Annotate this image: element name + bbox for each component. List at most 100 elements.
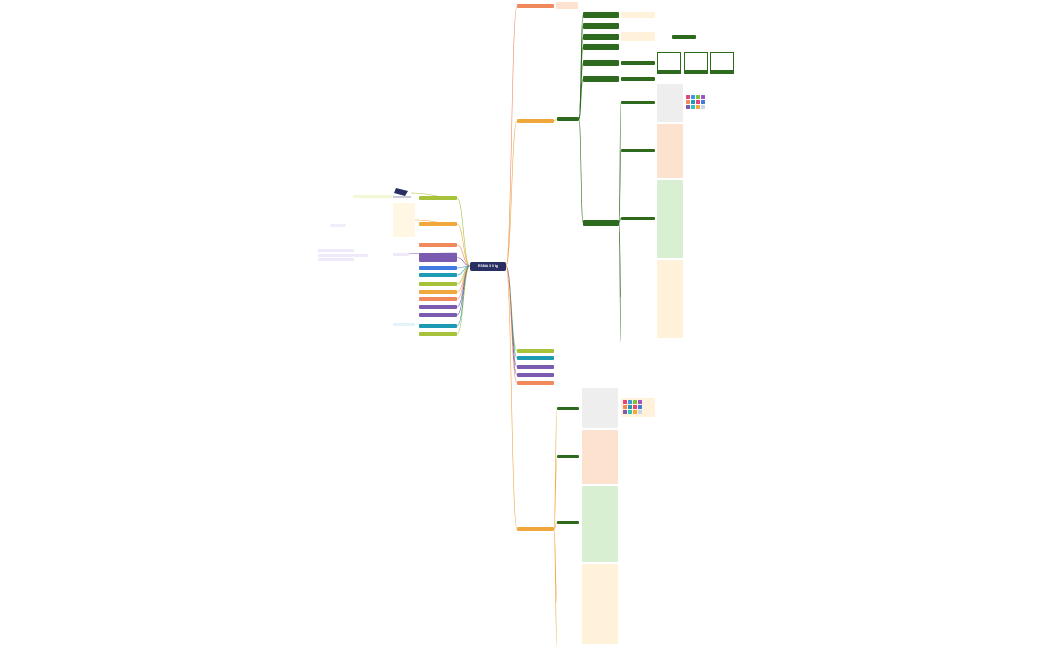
upper-child-3[interactable] [583,34,619,40]
left-branch-node[interactable] [419,282,457,286]
left-branch-node[interactable] [419,313,457,317]
left-branch-node[interactable] [419,332,457,336]
content-panel-gray [582,388,618,428]
app-tile-icon [686,95,690,99]
left-branch-node[interactable] [419,222,457,226]
branch-connector [505,5,518,267]
lower-green-node[interactable] [557,455,579,458]
branch-connector [456,223,471,267]
left-note [393,253,409,256]
left-note [318,258,354,261]
upper-hub-node[interactable] [557,117,579,121]
branch-connector [456,244,471,267]
lower-green-node[interactable] [557,407,579,410]
app-tile-icon [638,405,642,409]
left-note [354,254,368,257]
right-branch-node[interactable] [517,527,554,531]
left-branch-node[interactable] [419,253,457,262]
app-tile-icon [691,105,695,109]
green-label-node[interactable] [621,217,655,220]
right-branch-node[interactable] [517,365,554,369]
upper-child-6[interactable] [583,76,619,82]
right-branch-node[interactable] [517,349,554,353]
subtree-connector [618,101,622,224]
branch-connector [505,120,518,267]
app-tile-icon [628,410,632,414]
right-branch-node[interactable] [517,4,554,8]
branch-connector [505,265,518,530]
preview-thumbnail[interactable] [657,52,681,74]
app-tile-icon [633,410,637,414]
app-tile-icon [633,400,637,404]
subtree-connector [553,455,558,530]
upper-child-7[interactable] [583,220,619,226]
upper-child-5[interactable] [583,60,619,66]
app-tile-icon [691,95,695,99]
green-label-node[interactable] [621,61,655,65]
right-branch-node[interactable] [517,373,554,377]
app-tile-icon [638,400,642,404]
green-label-node[interactable] [621,101,655,104]
content-panel-green [582,486,618,562]
right-branch-node[interactable] [517,356,554,360]
app-tile-icon [623,410,627,414]
subtree-connector [618,217,622,224]
app-tile-icon [686,105,690,109]
app-tile-icon [701,95,705,99]
app-icon-grid [686,95,706,109]
left-note [393,323,415,326]
note-panel [621,32,655,41]
content-panel-cream [657,260,683,338]
upper-child-4[interactable] [583,44,619,50]
branch-connector [456,197,471,267]
left-branch-node[interactable] [419,273,457,277]
left-list-panel [393,203,415,237]
subtree-connector [578,78,584,120]
left-branch-node[interactable] [419,290,457,294]
app-tile-icon [623,405,627,409]
lower-green-node[interactable] [557,521,579,524]
green-label-node[interactable] [621,77,655,81]
branch-connector [553,118,558,122]
subtree-connector [553,521,558,530]
app-tile-icon [623,400,627,404]
left-note [353,195,393,198]
content-panel-gray [657,84,683,122]
app-tile-icon [696,95,700,99]
app-tile-icon [628,405,632,409]
left-note [318,254,354,257]
subtree-connector [553,528,558,647]
app-tile-icon [696,100,700,104]
app-tile-icon [686,100,690,104]
right-branch-node[interactable] [517,119,554,123]
subtree-connector [578,118,584,224]
left-note [318,249,354,252]
left-branch-node[interactable] [419,266,457,270]
subtree-connector [618,222,622,343]
left-branch-node[interactable] [419,196,457,200]
top-note [556,2,578,9]
root-node[interactable]: ESMA 3 0 Ig [470,262,506,271]
left-branch-node[interactable] [419,305,457,309]
green-label-node[interactable] [621,149,655,152]
left-branch-node[interactable] [419,324,457,328]
app-tile-icon [696,105,700,109]
app-tile-icon [701,100,705,104]
preview-thumbnail[interactable] [684,52,708,74]
preview-thumbnail[interactable] [710,52,734,74]
left-branch-node[interactable] [419,243,457,247]
content-panel-green [657,180,683,258]
subtree-connector [553,407,558,530]
branch-connector [456,265,471,335]
right-branch-node[interactable] [517,381,554,385]
app-tile-icon [691,100,695,104]
app-tile-icon [628,400,632,404]
upper-child-1[interactable] [583,12,619,18]
green-label-node[interactable] [672,35,696,39]
left-branch-node[interactable] [419,297,457,301]
note-panel [621,12,655,18]
upper-child-2[interactable] [583,23,619,29]
app-tile-icon [701,105,705,109]
